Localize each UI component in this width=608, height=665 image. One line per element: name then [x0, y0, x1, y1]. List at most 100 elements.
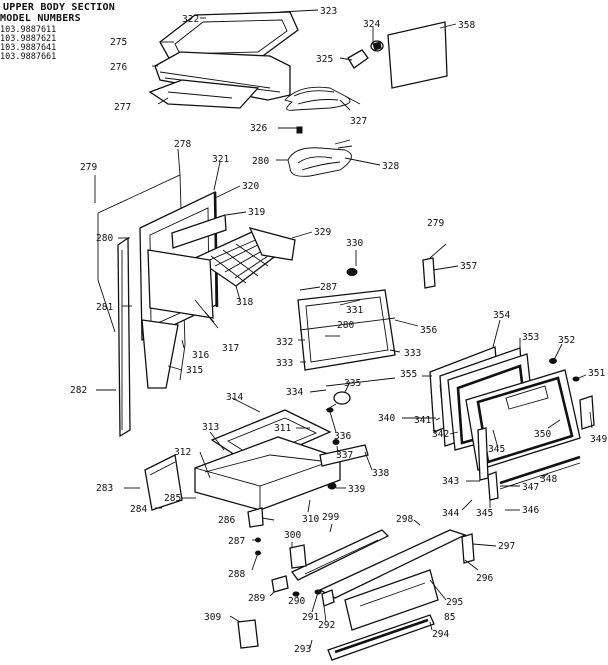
callout-label: 312 [174, 447, 191, 458]
callout-label: 291 [302, 612, 319, 623]
callout-label: 357 [460, 261, 477, 272]
callout-label: 320 [242, 181, 259, 192]
callout-label: 338 [372, 468, 389, 479]
callout-label: 279 [80, 162, 97, 173]
callout-label: 309 [204, 612, 221, 623]
callout-label: 287 [228, 536, 245, 547]
part-knob [346, 268, 358, 276]
part-drip-bowl [148, 79, 260, 109]
callout-label: 331 [346, 305, 363, 316]
part-door-hinge [579, 395, 595, 430]
part-switch [347, 40, 384, 69]
part-drawer [194, 436, 341, 511]
leader-lines [94, 9, 593, 649]
callout-label: 353 [522, 332, 539, 343]
part-thermostat [325, 391, 351, 413]
callout-label: 318 [236, 297, 253, 308]
callout-label: 356 [420, 325, 437, 336]
callout-label: 292 [318, 620, 335, 631]
part-bracket [248, 227, 296, 261]
callout-label: 343 [442, 476, 459, 487]
callout-label: 345 [488, 444, 505, 455]
callout-label: 293 [294, 644, 311, 655]
callout-label: 316 [192, 350, 209, 361]
part-lower-rail [290, 529, 390, 581]
callout-label: 355 [400, 369, 417, 380]
model-number: 103.9887641 [0, 43, 57, 53]
diagram-title: UPPER BODY SECTION [3, 2, 115, 13]
callout-label: 347 [522, 482, 539, 493]
part-bottom-trim [327, 614, 435, 661]
callout-label: 281 [96, 302, 113, 313]
part-door-handle [499, 455, 581, 490]
callout-label: 311 [274, 423, 291, 434]
callout-label: 85 [444, 612, 455, 623]
callout-label: 275 [110, 37, 127, 48]
callout-label: 280 [252, 156, 269, 167]
callout-label: 280 [337, 320, 354, 331]
callout-label: 276 [110, 62, 127, 73]
callout-label: 286 [218, 515, 235, 526]
callout-label: 324 [363, 19, 380, 30]
callout-label: 337 [336, 450, 353, 461]
model-number: 103.9887661 [0, 52, 57, 62]
callout-label: 323 [320, 6, 337, 17]
part-screws [255, 537, 261, 556]
part-door-liner [297, 289, 396, 371]
part-door-strip [325, 377, 396, 387]
part-outer-door [465, 369, 581, 471]
callout-label: 339 [348, 484, 365, 495]
callout-label: 290 [288, 596, 305, 607]
callout-label: 315 [186, 365, 203, 376]
callout-label: 300 [284, 530, 301, 541]
callout-label: 329 [314, 227, 331, 238]
callout-label: 326 [250, 123, 267, 134]
callout-label: 317 [222, 343, 239, 354]
callout-label: 341 [414, 415, 431, 426]
part-broil-element [287, 139, 353, 177]
callout-labels: 322 323 324 358 275 276 325 327 277 326 … [70, 6, 607, 655]
callout-label: 351 [588, 368, 605, 379]
callout-label: 332 [276, 337, 293, 348]
callout-label: 313 [202, 422, 219, 433]
part-inner-panel [147, 249, 219, 329]
callout-label: 310 [302, 514, 319, 525]
callout-label: 352 [558, 335, 575, 346]
callout-label: 278 [174, 139, 191, 150]
callout-label: 284 [130, 504, 147, 515]
callout-label: 327 [350, 116, 367, 127]
part-spacer [171, 214, 227, 249]
callout-label: 335 [344, 378, 361, 389]
callout-label: 330 [346, 238, 363, 249]
callout-label: 344 [442, 508, 459, 519]
part-door-bracket [422, 257, 436, 289]
callout-label: 314 [226, 392, 243, 403]
callout-label: 294 [432, 629, 449, 640]
model-number: 103.9887611 [0, 25, 57, 35]
callout-label: 282 [70, 385, 87, 396]
part-control-panel [344, 569, 439, 631]
callout-label: 283 [96, 483, 113, 494]
callout-label: 348 [540, 474, 557, 485]
part-lamp-switch [289, 544, 307, 569]
callout-label: 322 [182, 14, 199, 25]
model-number: 103.9887621 [0, 34, 57, 44]
part-bake-element [284, 86, 361, 111]
callout-label: 321 [212, 154, 229, 165]
part-back-panel [387, 21, 448, 89]
part-drawer-slide [319, 444, 369, 467]
part-side-bracket [141, 319, 179, 389]
callout-label: 296 [476, 573, 493, 584]
callout-label: 277 [114, 102, 131, 113]
callout-label: 289 [248, 593, 265, 604]
callout-label: 358 [458, 20, 475, 31]
callout-label: 334 [286, 387, 303, 398]
part-clip [296, 126, 303, 134]
callout-label: 336 [334, 431, 351, 442]
callout-label: 328 [382, 161, 399, 172]
part-fasteners [327, 439, 340, 490]
part-hinge-pair [477, 427, 499, 501]
callout-label: 279 [427, 218, 444, 229]
callout-label: 285 [164, 493, 181, 504]
